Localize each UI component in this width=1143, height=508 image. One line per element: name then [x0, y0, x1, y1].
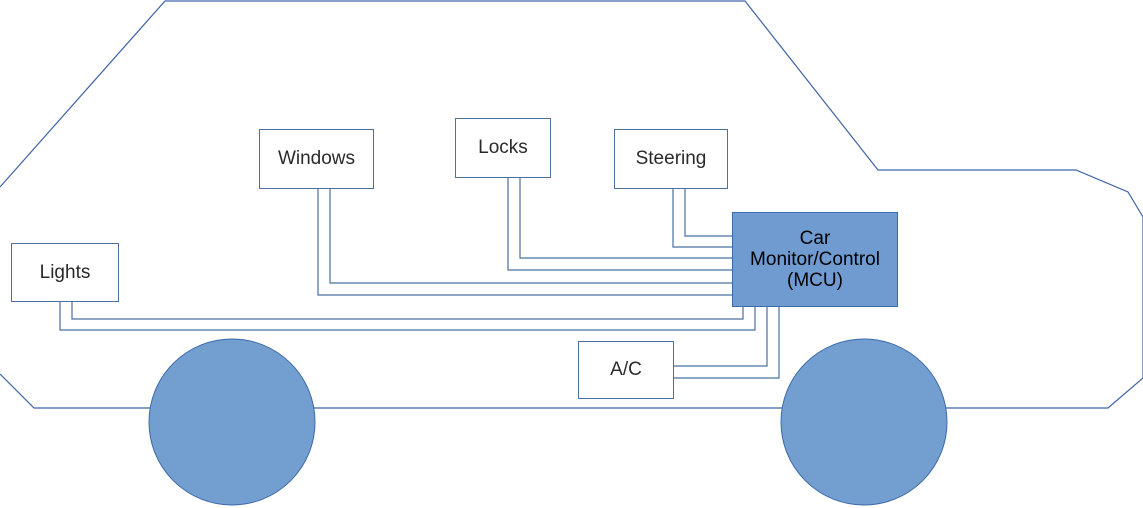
wire-locks-inner [519, 178, 733, 259]
lights-box: Lights [11, 243, 119, 302]
wire-ac-outer [673, 306, 780, 379]
wiring [59, 178, 780, 379]
wire-windows-outer [317, 189, 733, 296]
rear-wheel [148, 338, 316, 506]
car-body-outline [0, 0, 1143, 409]
wire-windows-inner [329, 189, 733, 284]
windows-label: Windows [277, 148, 356, 169]
steering-box: Steering [614, 129, 728, 189]
steering-label: Steering [635, 148, 707, 169]
windows-box: Windows [259, 129, 374, 189]
wire-lights-inner [71, 302, 744, 320]
locks-label: Locks [478, 137, 528, 158]
mcu-box: Car Monitor/Control (MCU) [732, 212, 898, 307]
front-wheel [780, 338, 948, 506]
wire-ac-inner [673, 306, 768, 367]
ac-label: A/C [610, 359, 642, 380]
lights-label: Lights [39, 261, 91, 283]
locks-box: Locks [455, 118, 551, 178]
wire-steering-inner [684, 189, 733, 237]
mcu-label: Car Monitor/Control (MCU) [750, 228, 880, 291]
wire-steering-outer [672, 189, 733, 248]
ac-box: A/C [578, 341, 674, 399]
wire-lights-outer [59, 302, 756, 331]
wire-locks-outer [507, 178, 733, 271]
